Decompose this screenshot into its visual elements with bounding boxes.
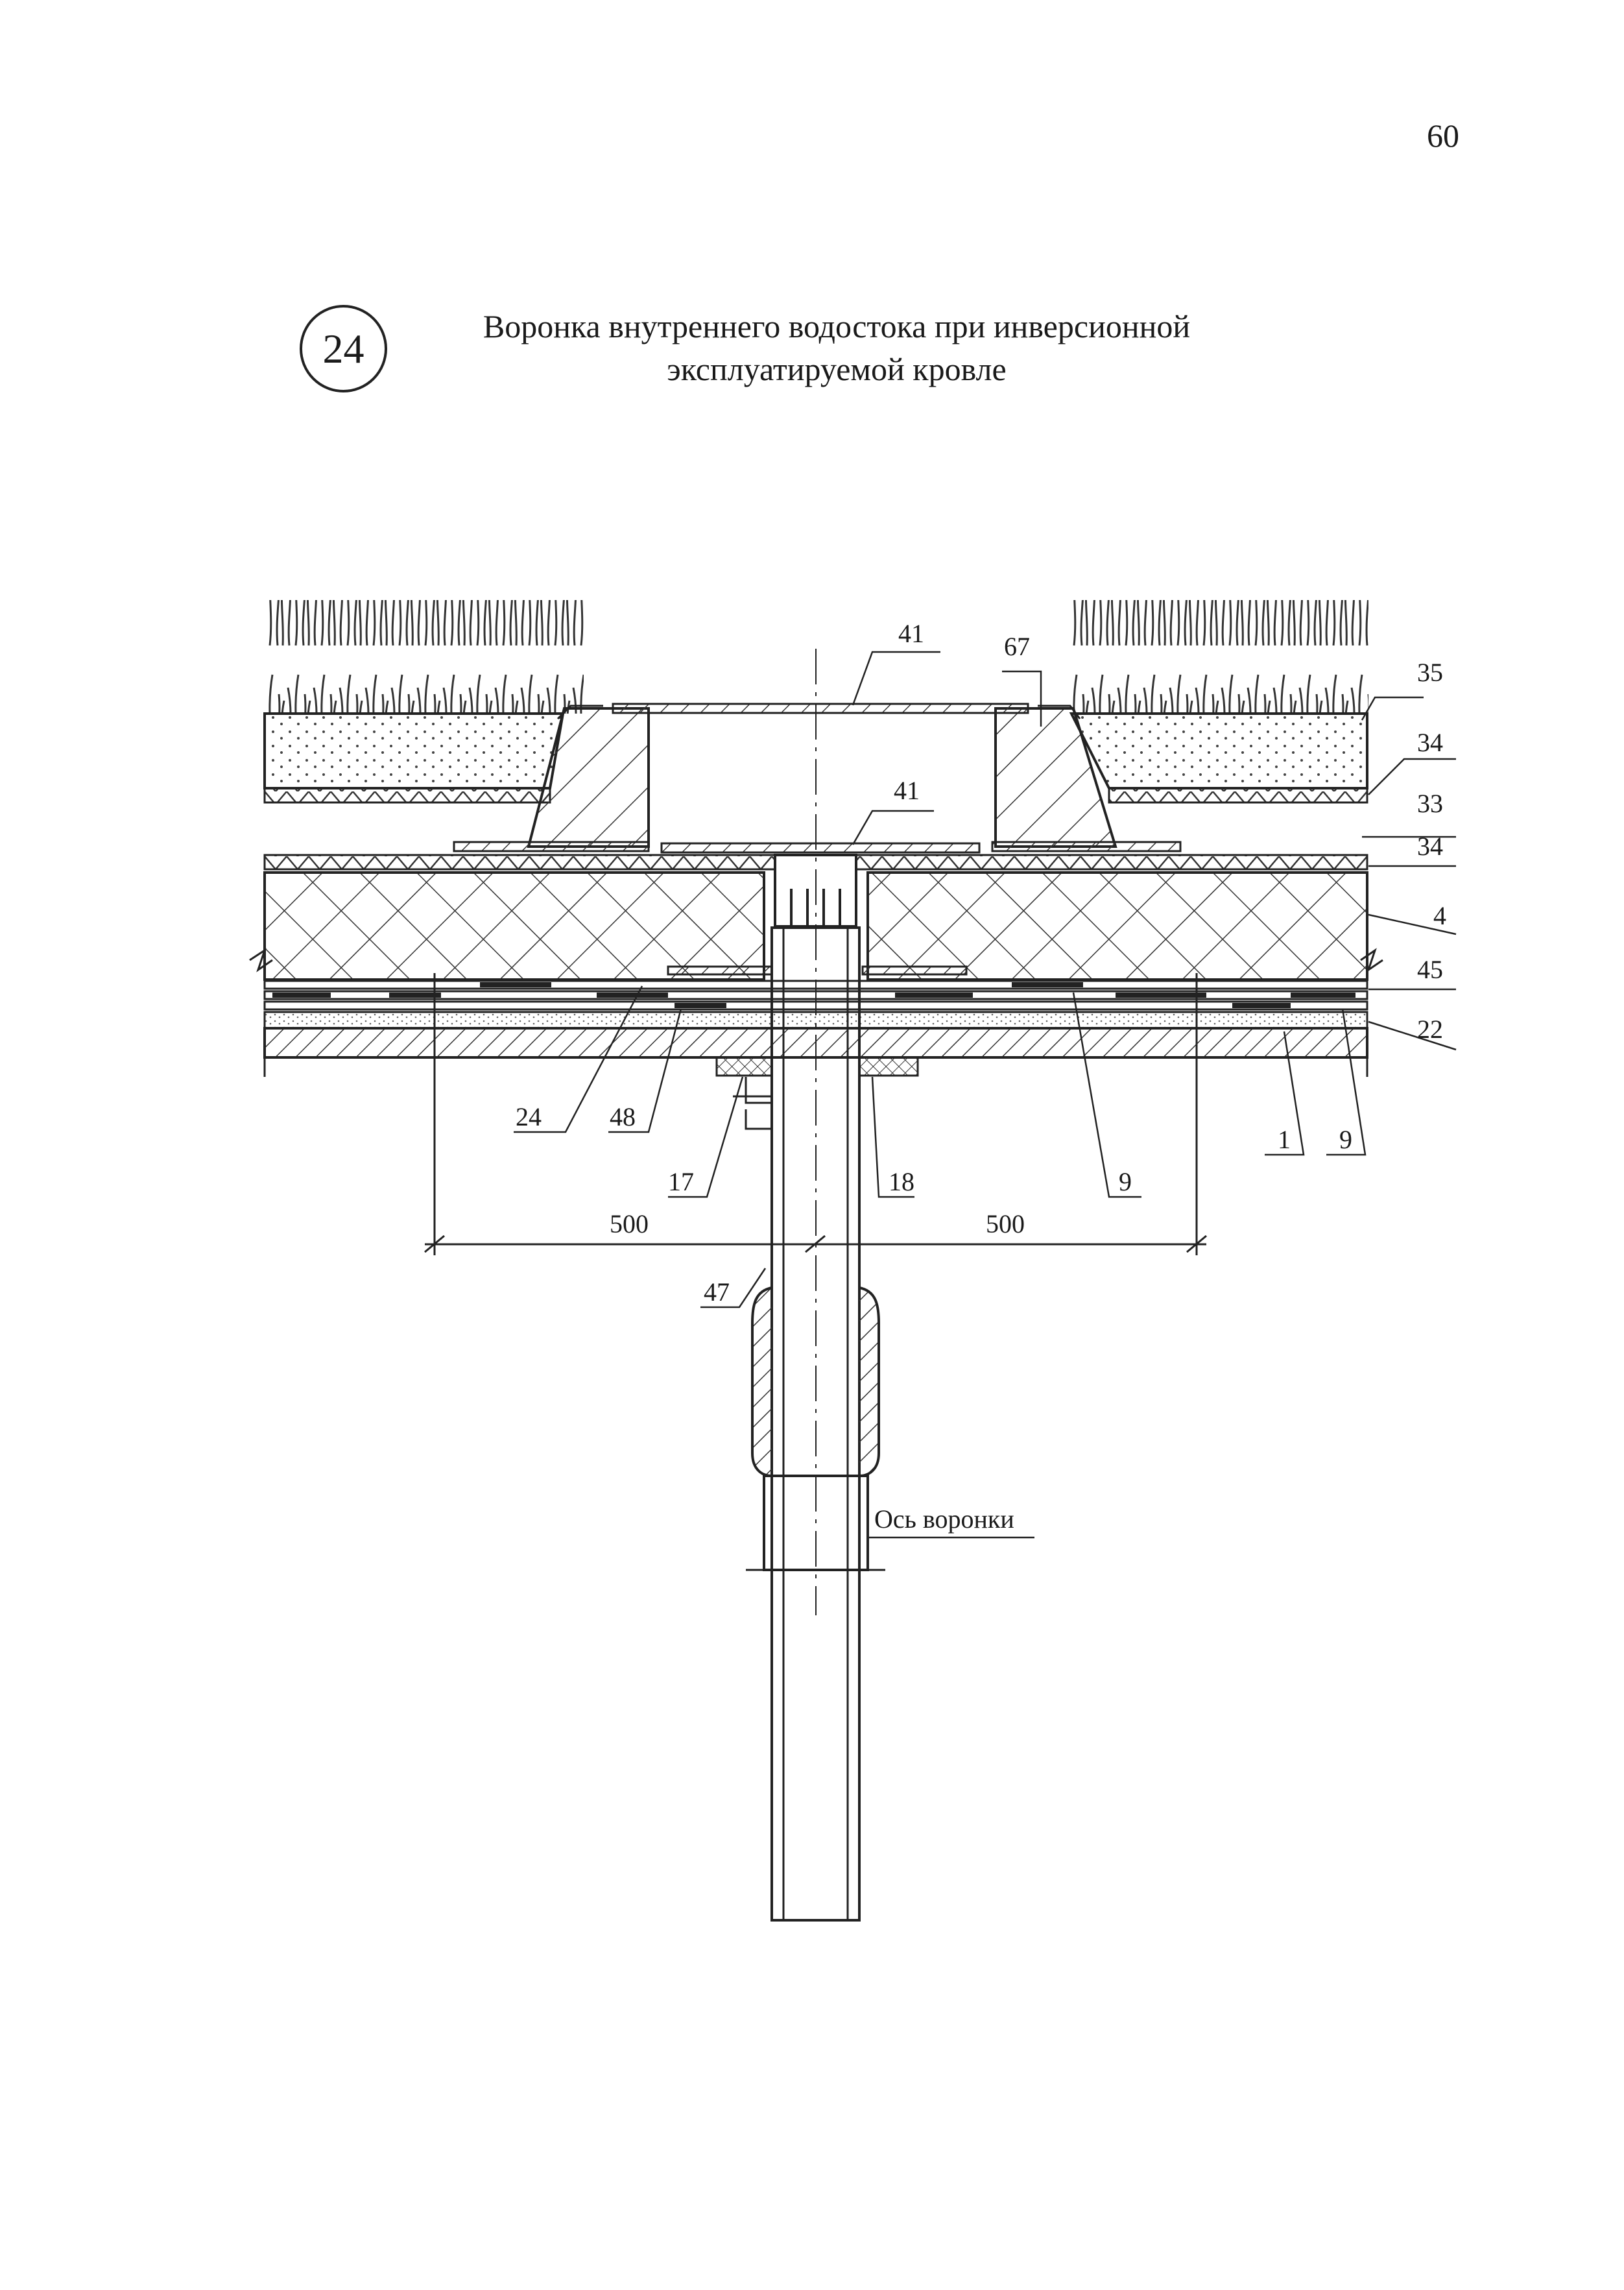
label-9-mid: 9 (1119, 1167, 1132, 1196)
grass-right (1070, 600, 1368, 714)
label-4: 4 (1433, 901, 1446, 930)
curb-right-lip (1038, 705, 1081, 719)
downpipe-sleeve-left (751, 1286, 772, 1477)
grate-top (612, 703, 1029, 714)
drain-funnel (667, 649, 968, 1922)
title-line-1: Воронка внутреннего водостока при инверс… (483, 308, 1191, 344)
label-47: 47 (704, 1277, 730, 1307)
clamp-bracket (733, 1077, 772, 1130)
dimension-left: 500 (610, 1209, 649, 1238)
curb-base-right (991, 841, 1182, 852)
funnel-flange-left (667, 965, 773, 976)
leader-lines (514, 651, 1457, 1539)
label-33: 33 (1417, 789, 1443, 818)
sealant-collar-right (858, 1056, 919, 1077)
label-67: 67 (1004, 632, 1030, 661)
grate-mid (660, 842, 981, 854)
insulation-right (866, 871, 1368, 981)
curb-left-lip (556, 705, 603, 720)
dimension-lines (424, 973, 1207, 1255)
funnel-flange-right (861, 965, 968, 976)
label-24: 24 (516, 1102, 542, 1131)
soil-layer-right (1069, 712, 1368, 789)
filter-layer-right (1108, 787, 1368, 804)
membrane-dark-strips (272, 982, 1355, 1008)
title-line-2: эксплуатируемой кровле (667, 351, 1007, 387)
label-18: 18 (889, 1167, 914, 1196)
curb-base-left (453, 841, 650, 852)
label-17: 17 (668, 1167, 694, 1196)
break-mark-left (249, 948, 273, 972)
insulation-left (263, 871, 765, 981)
dimension-right: 500 (986, 1209, 1025, 1238)
soil-layer-left (263, 712, 565, 789)
sealant-collar-left (715, 1056, 773, 1077)
label-34-top: 34 (1417, 728, 1443, 757)
label-45: 45 (1417, 955, 1443, 984)
label-48: 48 (610, 1102, 636, 1131)
label-9-right: 9 (1339, 1125, 1352, 1154)
drawing-title: Воронка внутреннего водостока при инверс… (389, 305, 1284, 391)
label-41-top: 41 (898, 619, 924, 648)
label-41-mid: 41 (894, 776, 920, 805)
label-34-bottom: 34 (1417, 832, 1443, 861)
downpipe-sleeve-right (859, 1286, 880, 1477)
filter-layer-left (263, 787, 551, 804)
label-1: 1 (1278, 1125, 1291, 1154)
break-mark-right (1360, 948, 1383, 972)
label-22: 22 (1417, 1015, 1443, 1044)
grass-left (266, 600, 584, 714)
axis-label: Ось воронки (874, 1504, 1014, 1534)
label-35: 35 (1417, 658, 1443, 687)
page-number: 60 (1427, 117, 1459, 154)
drawing-number-badge: 24 (300, 305, 387, 392)
